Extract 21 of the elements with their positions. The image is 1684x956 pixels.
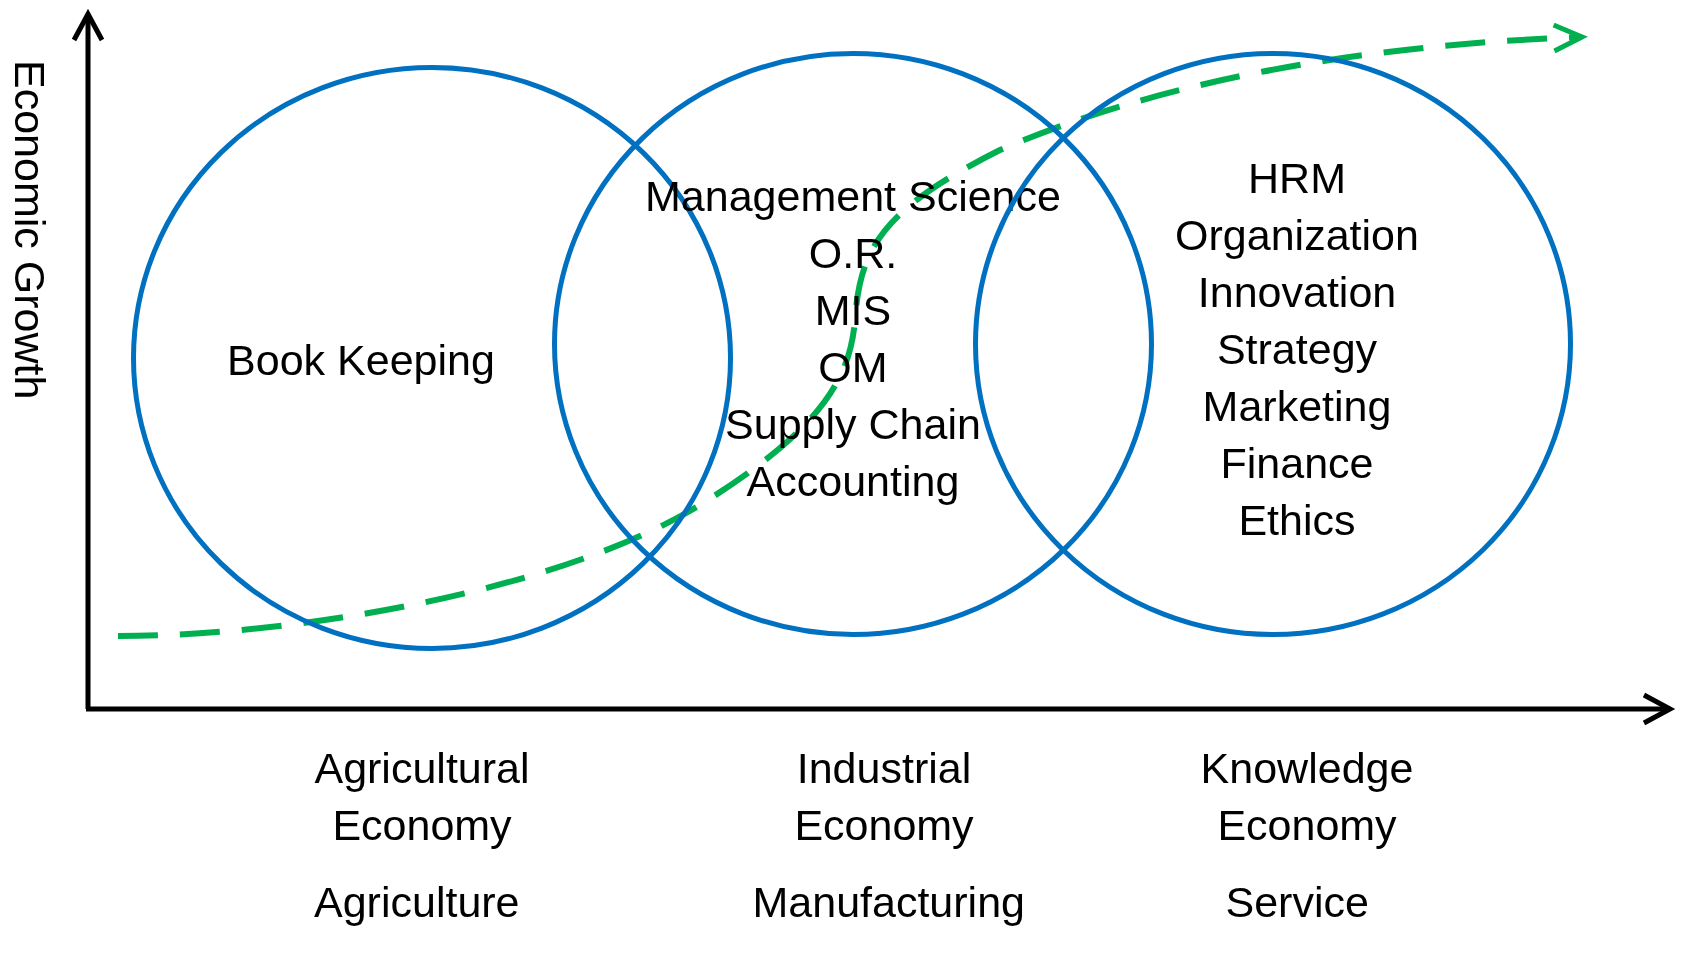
topic-label: OM: [818, 342, 888, 393]
topic-label: MIS: [814, 285, 892, 336]
axis-title: Economic Growth: [6, 60, 54, 400]
sector-label: Service: [1225, 876, 1369, 928]
venn-circle: [552, 51, 1154, 637]
sector-label: Manufacturing: [752, 876, 1025, 928]
topic-label: HRM: [1248, 153, 1346, 204]
topic-label: Finance: [1220, 438, 1374, 489]
topic-label: Organization: [1175, 210, 1419, 261]
topic-label: Marketing: [1202, 381, 1392, 432]
topic-label: O.R.: [808, 228, 898, 279]
topic-label: Innovation: [1197, 267, 1397, 318]
topic-label: Accounting: [746, 456, 960, 507]
era-label: Agricultural Economy: [313, 743, 531, 851]
topic-label: Book Keeping: [227, 335, 495, 386]
topic-label: Ethics: [1238, 495, 1356, 546]
era-label: Industrial Economy: [793, 743, 975, 851]
topic-label: Supply Chain: [725, 399, 981, 450]
sector-label: Agriculture: [314, 876, 520, 928]
era-label: Knowledge Economy: [1199, 743, 1415, 851]
topic-label: Strategy: [1216, 324, 1378, 375]
